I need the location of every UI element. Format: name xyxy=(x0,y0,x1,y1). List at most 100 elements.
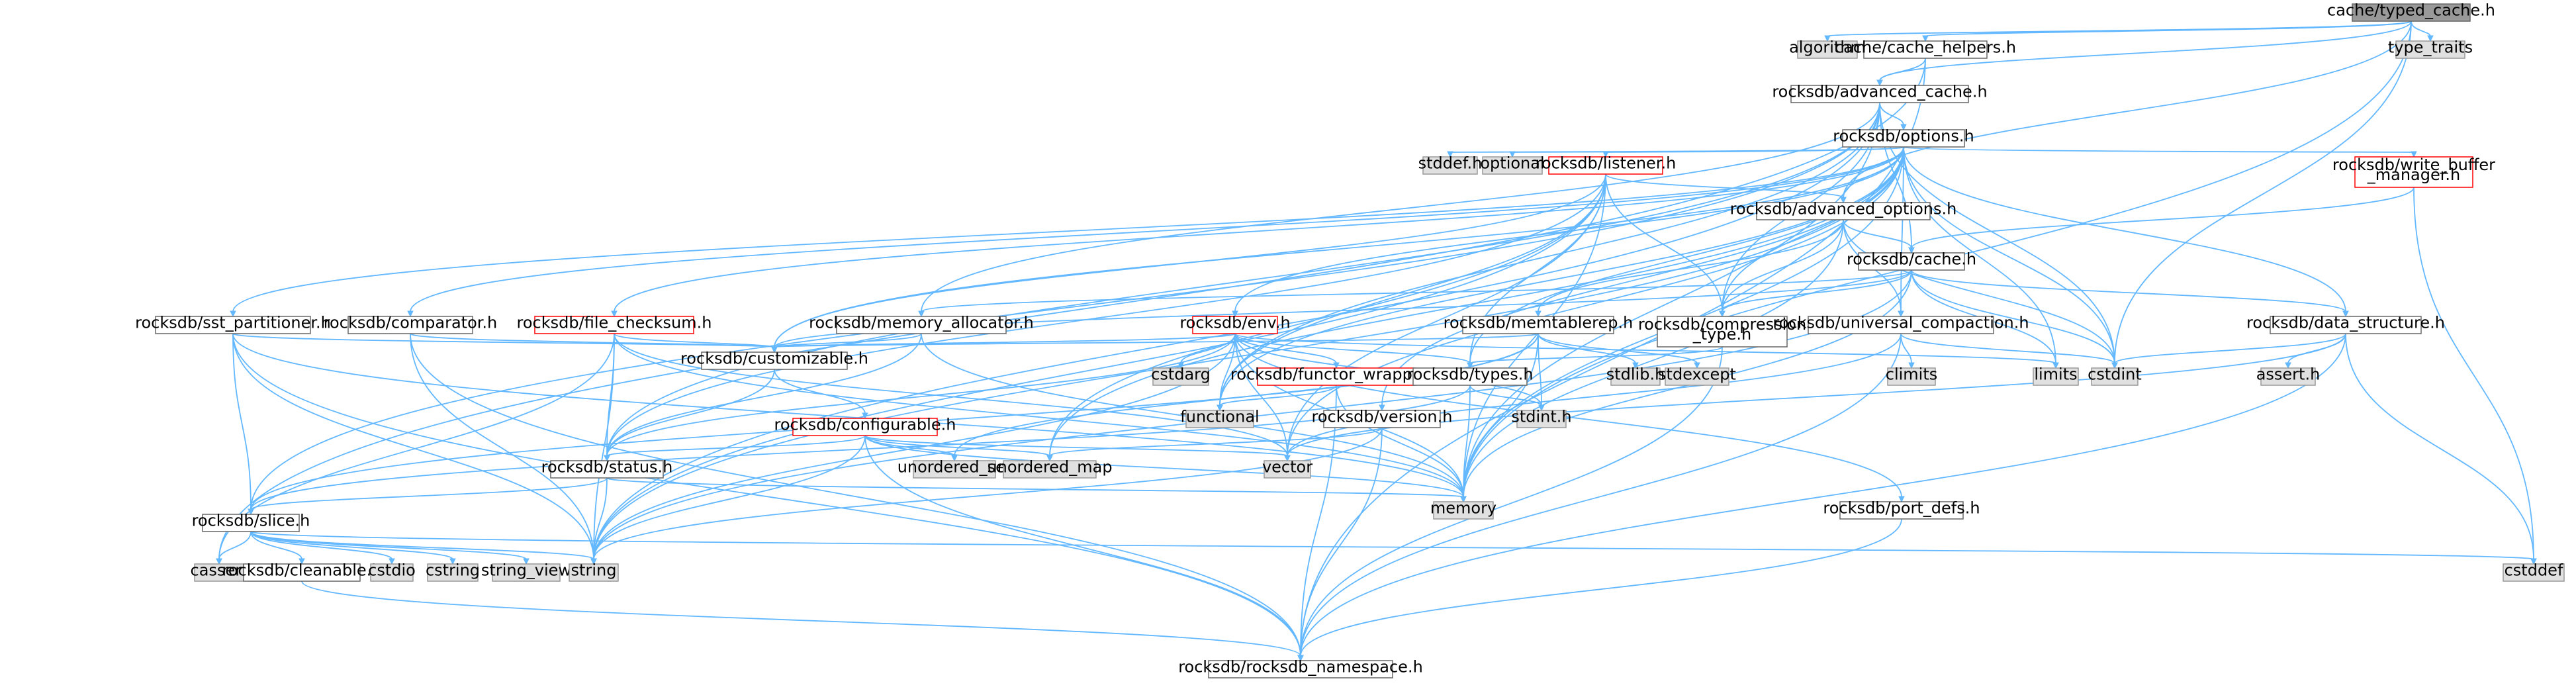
edge-options-to-sst-partitioner xyxy=(230,146,1904,318)
node-configurable[interactable]: rocksdb/configurable.h xyxy=(774,416,956,436)
edge-line xyxy=(921,269,1912,312)
node-limits: limits xyxy=(2033,365,2079,386)
edge-line xyxy=(1463,173,1606,498)
edge-arrowhead xyxy=(1908,362,1915,369)
node-box xyxy=(1462,316,1614,334)
edge-cache-to-compression-type xyxy=(1719,269,1912,318)
node-types[interactable]: rocksdb/types.h xyxy=(1406,365,1534,386)
edge-line xyxy=(250,477,608,510)
edge-port-defs-to-rocksdb-namespace xyxy=(1297,518,1902,662)
node-box xyxy=(1412,367,1528,386)
node-label: unordered_set xyxy=(897,458,1012,477)
node-file-checksum[interactable]: rocksdb/file_checksum.h xyxy=(517,314,712,334)
node-label: cstddef xyxy=(2505,561,2563,580)
edge-line xyxy=(954,333,1539,457)
node-compression-type[interactable]: rocksdb/compression_type.h xyxy=(1638,315,1806,348)
edge-line xyxy=(774,369,866,414)
node-label: stdlib.h xyxy=(1606,365,1665,384)
edge-arrowhead xyxy=(1447,151,1453,158)
node-env[interactable]: rocksdb/env.h xyxy=(1179,314,1291,334)
node-rocksdb-namespace[interactable]: rocksdb/rocksdb_namespace.h xyxy=(1178,658,1423,678)
node-listener[interactable]: rocksdb/listener.h xyxy=(1536,154,1677,175)
edge-typed-cache-to-cache-helpers xyxy=(1922,21,2412,42)
node-box xyxy=(2260,367,2316,386)
edge-line xyxy=(593,146,1904,560)
edge-line xyxy=(250,531,453,560)
node-version[interactable]: rocksdb/version.h xyxy=(1312,408,1453,428)
node-box xyxy=(2033,367,2079,386)
node-cache-helpers[interactable]: cache/cache_helpers.h xyxy=(1835,38,2016,59)
edge-line xyxy=(410,333,594,560)
node-customizable[interactable]: rocksdb/customizable.h xyxy=(680,350,868,370)
node-label: cstdarg xyxy=(1151,365,1211,384)
node-sst-partitioner[interactable]: rocksdb/sst_partitioner.h xyxy=(135,314,331,334)
edge-line xyxy=(218,531,252,560)
node-cleanable[interactable]: rocksdb/cleanable.h xyxy=(222,561,382,582)
edge-line xyxy=(1605,173,1844,199)
node-label: cassert xyxy=(191,561,248,580)
node-box xyxy=(1842,129,1965,148)
edge-line xyxy=(1234,333,1902,498)
edge-line xyxy=(232,333,1464,498)
edge-line xyxy=(218,58,1926,560)
node-box xyxy=(1152,367,1209,386)
node-label: rocksdb/comparator.h xyxy=(324,314,498,332)
node-memory-allocator[interactable]: rocksdb/memory_allocator.h xyxy=(809,314,1034,334)
edge-advanced-cache-to-functional xyxy=(1217,102,1880,412)
node-label: unordered_map xyxy=(987,458,1112,477)
node-label: cache/typed_cache.h xyxy=(2327,1,2495,20)
node-box xyxy=(1839,501,1964,520)
edge-line xyxy=(1903,146,2056,364)
node-box xyxy=(1657,316,1788,348)
edge-arrowhead xyxy=(2530,558,2537,565)
edge-configurable-to-vector xyxy=(864,435,1291,462)
edge-cache-helpers-to-rocksdb-namespace xyxy=(1297,58,1926,662)
node-type-traits: type_traits xyxy=(2388,38,2473,59)
edge-line xyxy=(774,173,1606,348)
node-typed-cache[interactable]: cache/typed_cache.h xyxy=(2327,1,2495,22)
node-status[interactable]: rocksdb/status.h xyxy=(541,458,673,479)
edge-arrowhead xyxy=(1900,124,1907,131)
edge-line xyxy=(774,333,922,348)
node-box xyxy=(492,563,561,582)
edge-line xyxy=(1287,173,1606,457)
node-port-defs[interactable]: rocksdb/port_defs.h xyxy=(1823,499,1980,520)
node-label: memory xyxy=(1430,499,1496,518)
node-box xyxy=(1422,156,1478,175)
node-cstring: cstring xyxy=(426,561,480,582)
edge-arrowhead xyxy=(2111,362,2118,369)
node-memtablerep[interactable]: rocksdb/memtablerep.h xyxy=(1444,314,1633,334)
node-write-buffer-manager[interactable]: rocksdb/write_buffer_manager.h xyxy=(2332,156,2495,188)
node-cstdarg: cstdarg xyxy=(1151,365,1211,386)
edge-line xyxy=(232,333,252,510)
node-universal-compaction[interactable]: rocksdb/universal_compaction.h xyxy=(1772,314,2029,334)
node-box xyxy=(427,563,479,582)
edge-line xyxy=(1300,346,1723,657)
edge-types-to-stdint xyxy=(1469,385,1545,412)
node-advanced-options[interactable]: rocksdb/advanced_options.h xyxy=(1730,200,1957,220)
edge-memtablerep-to-customizable xyxy=(771,333,1539,353)
node-functor-wrapper[interactable]: rocksdb/functor_wrapper.h xyxy=(1230,365,1442,386)
node-label: vector xyxy=(1262,458,1312,477)
node-label: string xyxy=(571,561,617,580)
node-string: string xyxy=(569,561,619,582)
node-algorithm: algorithm xyxy=(1789,38,1866,59)
node-cache[interactable]: rocksdb/cache.h xyxy=(1847,250,1976,271)
node-comparator[interactable]: rocksdb/comparator.h xyxy=(324,314,498,334)
edge-line xyxy=(1538,219,1844,312)
edge-arrowhead xyxy=(2342,310,2349,318)
node-data-structure[interactable]: rocksdb/data_structure.h xyxy=(2246,314,2445,334)
edge-line xyxy=(1925,21,2412,37)
edge-arrowhead xyxy=(1824,35,1831,42)
edge-line xyxy=(1911,269,2115,364)
node-options[interactable]: rocksdb/options.h xyxy=(1833,127,1974,148)
node-box xyxy=(2354,156,2473,188)
node-label: rocksdb/configurable.h xyxy=(774,416,956,434)
edge-advanced-options-to-memory xyxy=(1460,219,1844,503)
node-box xyxy=(1863,40,1988,59)
edge-line xyxy=(593,477,608,560)
node-label: rocksdb/advanced_options.h xyxy=(1730,200,1957,218)
node-slice[interactable]: rocksdb/slice.h xyxy=(192,512,310,532)
node-stdlib: stdlib.h xyxy=(1606,365,1665,386)
node-advanced-cache[interactable]: rocksdb/advanced_cache.h xyxy=(1772,83,1988,103)
